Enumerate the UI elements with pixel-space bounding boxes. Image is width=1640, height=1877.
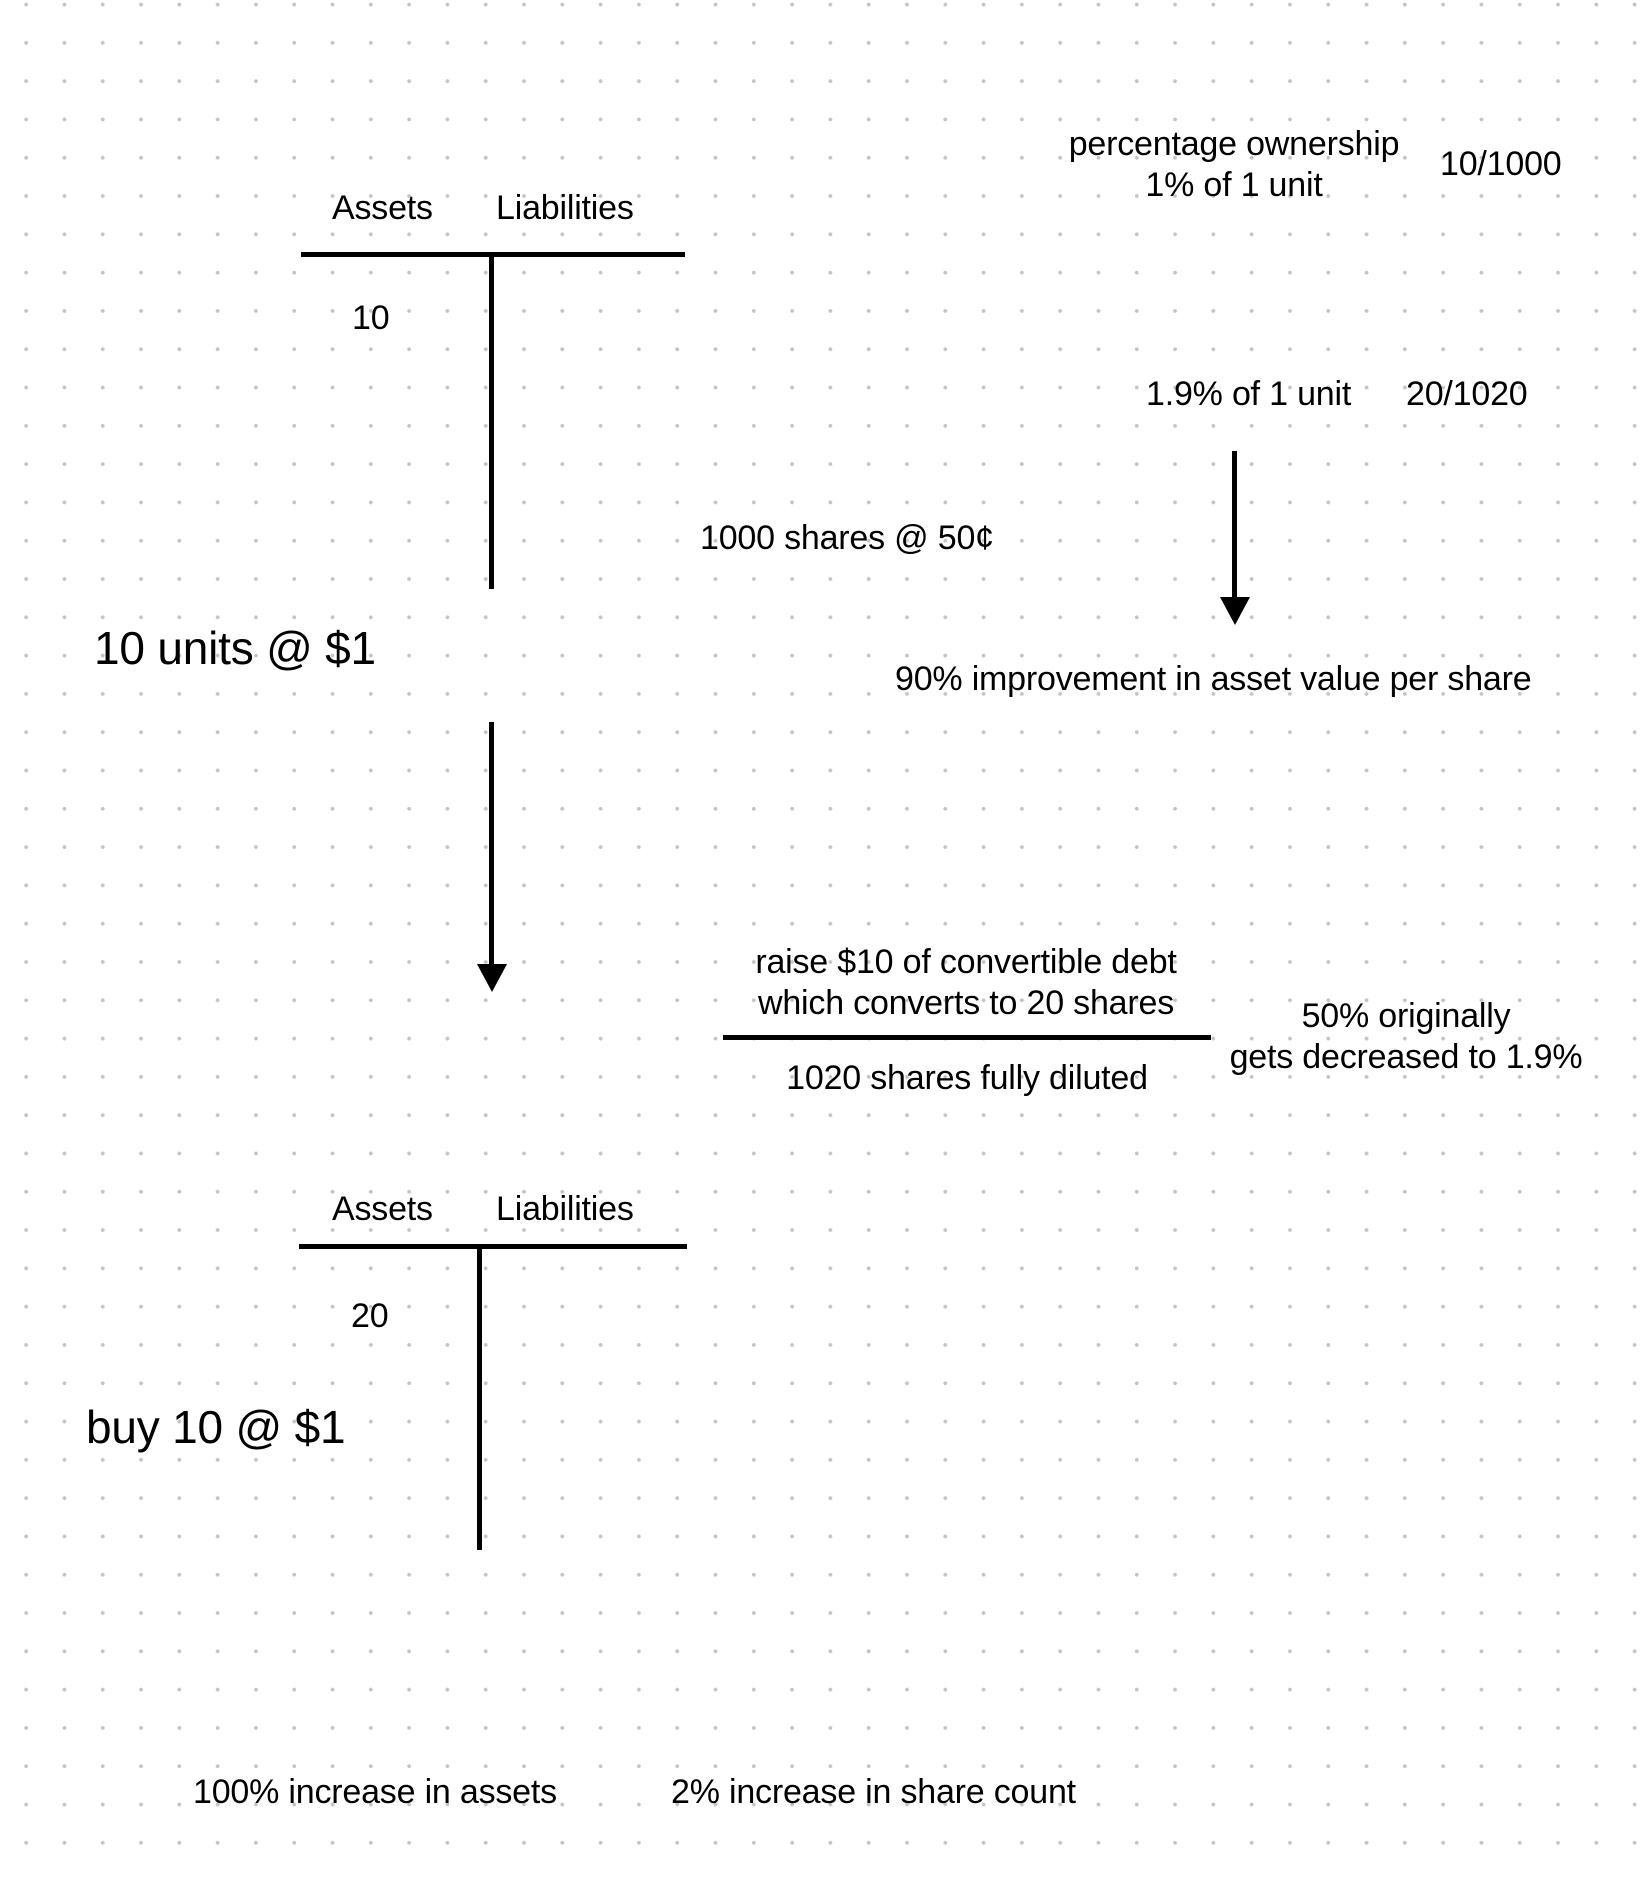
decrease-note: 50% originally gets decreased to 1.9%	[1230, 996, 1583, 1078]
share-count-increase-note: 2% increase in share count	[671, 1773, 1076, 1811]
convertible-debt-line1: raise $10 of convertible debt	[755, 943, 1177, 981]
ledger-bottom-vertical-rule	[477, 1246, 482, 1550]
ledger-bottom-assets-label: Assets	[332, 1190, 433, 1228]
decrease-note-line1: 50% originally	[1301, 997, 1511, 1035]
units-purchase-note: 10 units @ $1	[94, 622, 376, 674]
down-arrow-left-head	[476, 964, 507, 992]
ledger-top-vertical-rule	[489, 254, 494, 589]
diluted-shares-note: 1020 shares fully diluted	[786, 1059, 1148, 1097]
down-arrow-right-shaft	[1232, 451, 1237, 601]
ownership-note-line1: percentage ownership	[1068, 125, 1400, 163]
ledger-top-assets-value: 10	[352, 299, 390, 337]
ownership-after-note: 1.9% of 1 unit	[1146, 375, 1352, 413]
shares-initial-note: 1000 shares @ 50¢	[700, 519, 994, 557]
decrease-note-line2: gets decreased to 1.9%	[1229, 1037, 1583, 1076]
assets-increase-note: 100% increase in assets	[193, 1773, 557, 1811]
ownership-note-line2: 1% of 1 unit	[1145, 165, 1323, 204]
convertible-debt-line2: which converts to 20 shares	[757, 983, 1175, 1022]
ledger-bottom-liabilities-label: Liabilities	[496, 1190, 634, 1228]
improvement-note: 90% improvement in asset value per share	[895, 660, 1532, 698]
ledger-top-liabilities-label: Liabilities	[496, 189, 634, 227]
ledger-bottom-horizontal-rule	[299, 1244, 687, 1249]
ledger-bottom-assets-value: 20	[351, 1297, 389, 1335]
down-arrow-left-shaft	[489, 722, 494, 968]
buy-more-note: buy 10 @ $1	[86, 1401, 346, 1453]
ownership-fraction-initial: 10/1000	[1440, 145, 1562, 183]
ledger-top-assets-label: Assets	[332, 189, 433, 227]
fraction-rule	[723, 1035, 1211, 1040]
convertible-debt-note: raise $10 of convertible debt which conv…	[755, 942, 1177, 1024]
ownership-fraction-after: 20/1020	[1406, 375, 1528, 413]
ownership-note: percentage ownership 1% of 1 unit	[1069, 124, 1400, 206]
down-arrow-right-head	[1219, 597, 1250, 625]
